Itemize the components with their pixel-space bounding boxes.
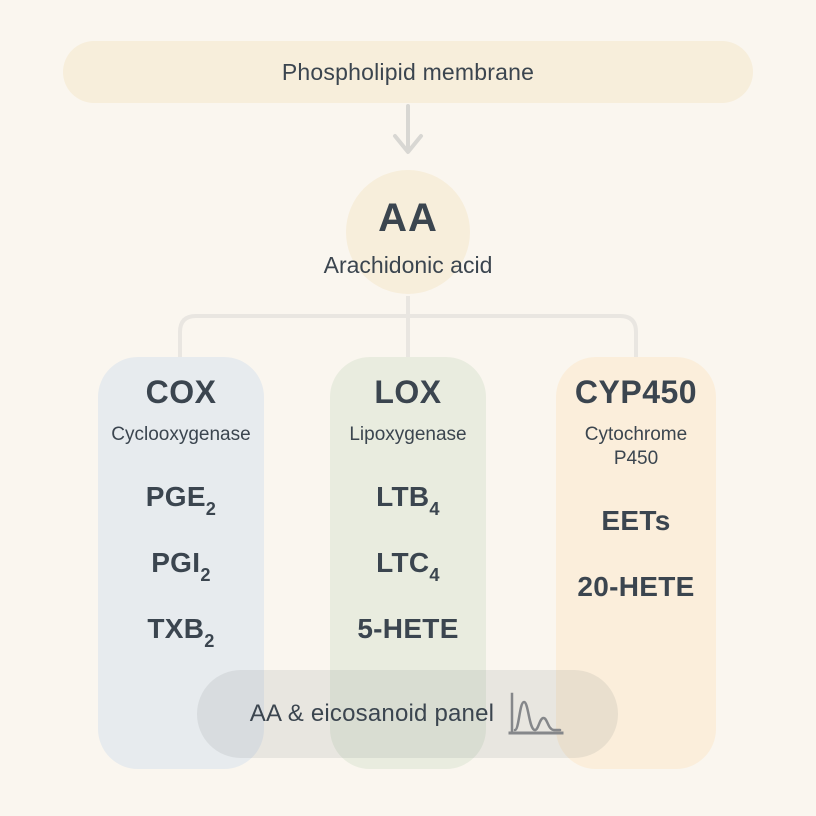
metabolite-eets: EETs xyxy=(601,505,671,536)
metabolite-20hete: 20-HETE xyxy=(577,571,695,602)
arachidonic-acid-node xyxy=(346,170,470,294)
cyp450-metabolite-list: EETs 20-HETE xyxy=(577,505,694,603)
pathway-column-cox: COX Cyclooxygenase PGE2 PGI2 TXB2 xyxy=(98,357,264,769)
eicosanoid-panel-label: AA & eicosanoid panel xyxy=(249,700,495,727)
metabolite-ltb4: LTB4 xyxy=(376,481,440,519)
metabolite-pge2: PGE2 xyxy=(145,481,217,519)
down-arrow-icon xyxy=(393,104,423,154)
pathway-column-lox: LOX Lipoxygenase LTB4 LTC4 5-HETE xyxy=(330,357,486,769)
metabolite-5hete: 5-HETE xyxy=(357,613,459,644)
pathway-column-cyp450: CYP450 Cytochrome P450 EETs 20-HETE xyxy=(556,357,716,769)
cox-title: COX xyxy=(145,374,217,410)
cyp450-subtitle: Cytochrome P450 xyxy=(584,424,688,469)
metabolite-pgi2: PGI2 xyxy=(151,547,211,585)
cox-metabolite-list: PGE2 PGI2 TXB2 xyxy=(145,481,217,651)
phospholipid-membrane-node: Phospholipid membrane xyxy=(63,41,753,103)
branch-tree-lines xyxy=(178,296,638,357)
lox-metabolite-list: LTB4 LTC4 5-HETE xyxy=(357,481,458,645)
phospholipid-membrane-label: Phospholipid membrane xyxy=(281,58,535,85)
chromatogram-peaks-icon xyxy=(508,692,564,735)
arachidonic-acid-abbr: AA xyxy=(378,196,438,240)
metabolite-ltc4: LTC4 xyxy=(376,547,440,585)
metabolite-txb2: TXB2 xyxy=(147,613,215,651)
cyp450-title: CYP450 xyxy=(574,374,698,410)
lox-title: LOX xyxy=(374,374,442,410)
arachidonic-acid-name: Arachidonic acid xyxy=(323,252,493,278)
lox-subtitle: Lipoxygenase xyxy=(349,424,467,445)
eicosanoid-panel-pill: AA & eicosanoid panel xyxy=(197,670,618,758)
cox-subtitle: Cyclooxygenase xyxy=(111,424,251,445)
